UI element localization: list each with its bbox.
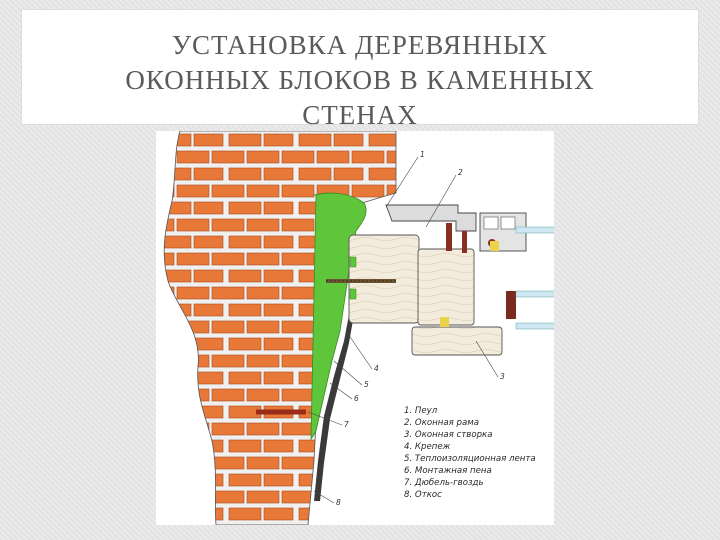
callout-2: 2: [458, 168, 463, 177]
diagram-svg: 1 2 3 4 5 6 7 8 1. Пeyл 2. Оконная рама …: [163, 131, 554, 525]
callout-7: 7: [344, 420, 349, 429]
legend-item-1: 1. Пeyл: [404, 406, 438, 416]
callout-3: 3: [500, 372, 505, 381]
callout-1: 1: [420, 150, 425, 159]
glass-pane: [515, 226, 554, 234]
legend-item-6: 6. Монтажная пена: [404, 466, 492, 476]
legend-item-4: 4. Крепеж: [404, 442, 451, 452]
legend-item-7: 7. Дюбель-гвоздь: [404, 478, 484, 488]
leader-lines: [307, 156, 499, 504]
legend-item-2: 2. Оконная рама: [404, 418, 479, 428]
legend-item-5: 5. Теплоизоляционная лента: [404, 454, 536, 464]
title-line-3: СТЕНАХ: [302, 100, 418, 130]
sealing-tape: [314, 299, 356, 501]
legend-item-8: 8. Откос: [404, 490, 442, 500]
callout-4: 4: [374, 364, 379, 373]
title-box: УСТАНОВКА ДЕРЕВЯННЫХ ОКОННЫХ БЛОКОВ В КА…: [22, 10, 698, 130]
slide-title: УСТАНОВКА ДЕРЕВЯННЫХ ОКОННЫХ БЛОКОВ В КА…: [22, 28, 698, 133]
seal: [446, 223, 452, 251]
callout-6: 6: [354, 394, 359, 403]
callout-5: 5: [364, 380, 369, 389]
window-installation-diagram: 1 2 3 4 5 6 7 8 1. Пeyл 2. Оконная рама …: [156, 131, 554, 525]
title-line-1: УСТАНОВКА ДЕРЕВЯННЫХ: [171, 30, 549, 60]
callout-8: 8: [336, 498, 341, 507]
window-sash: [417, 248, 475, 326]
title-line-2: ОКОННЫХ БЛОКОВ В КАМЕННЫХ: [125, 65, 595, 95]
mounting-foam: [310, 192, 367, 441]
diagram-legend: 1. Пeyл 2. Оконная рама 3. Оконная створ…: [404, 406, 536, 500]
brick-wall: [163, 131, 397, 525]
legend-item-3: 3. Оконная створка: [404, 430, 493, 440]
